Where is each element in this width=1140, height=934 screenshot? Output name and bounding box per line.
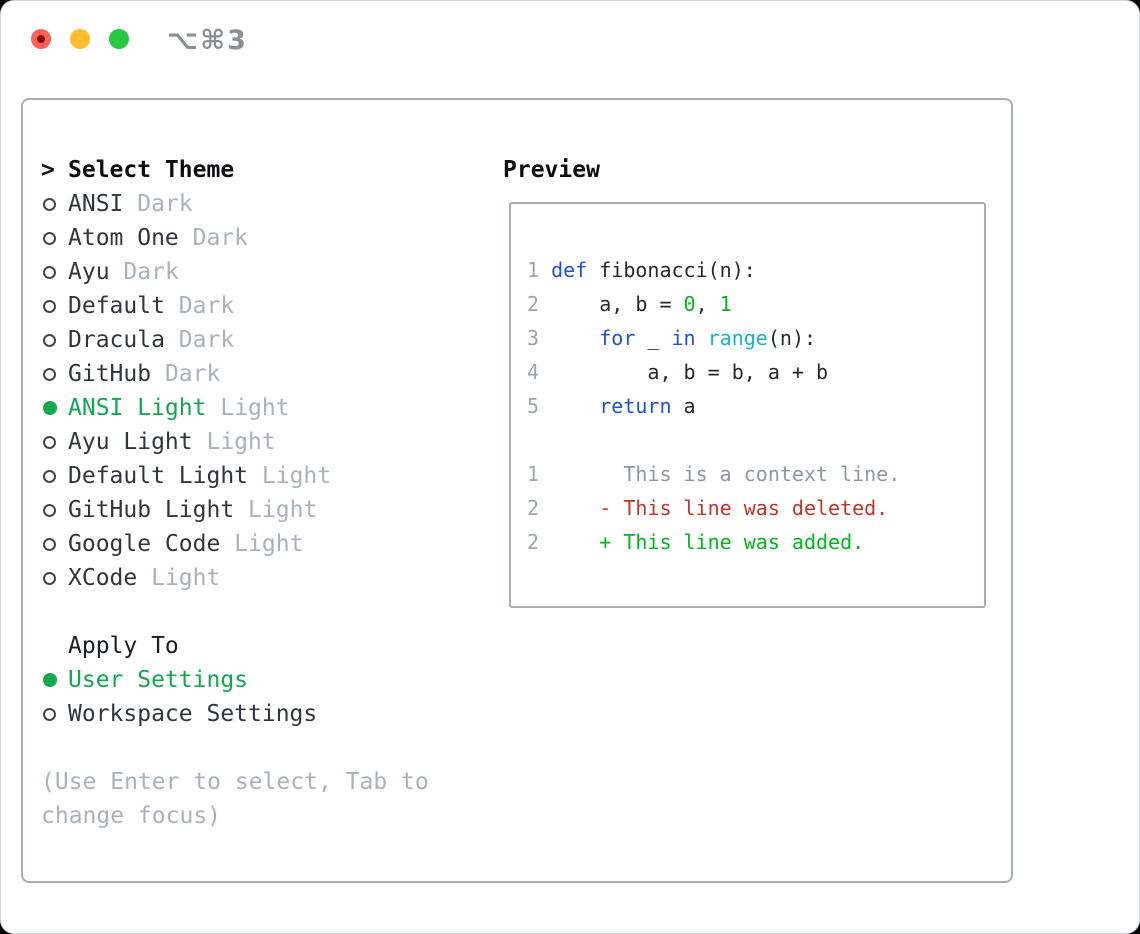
- diff-block: 1 This is a context line.2 - This line w…: [527, 457, 984, 559]
- line-number: 5: [527, 394, 540, 418]
- code-line: 5 return a: [527, 389, 984, 423]
- radio-icon: [43, 299, 56, 313]
- radio-icon: [43, 571, 56, 585]
- radio-icon: [43, 333, 56, 347]
- option-label: Workspace Settings: [68, 701, 318, 727]
- theme-option[interactable]: Atom One Dark: [41, 221, 486, 255]
- option-label: Default Light: [68, 463, 249, 489]
- option-variant-tag: Dark: [178, 327, 235, 353]
- option-variant-tag: Dark: [192, 225, 249, 251]
- option-variant-tag: Dark: [164, 361, 221, 387]
- theme-option[interactable]: Ayu Dark: [41, 255, 486, 289]
- radio-icon: [43, 435, 56, 449]
- option-variant-tag: Dark: [137, 191, 193, 217]
- theme-option[interactable]: Ayu Light Light: [41, 425, 486, 459]
- option-variant-tag: Light: [261, 463, 332, 489]
- option-label: ANSI Light: [68, 395, 207, 421]
- option-label: Dracula: [68, 327, 165, 353]
- radio-selected-icon: [43, 401, 57, 415]
- line-number: 2: [527, 496, 540, 520]
- line-number: 4: [527, 360, 540, 384]
- line-number: 3: [527, 326, 540, 350]
- theme-option[interactable]: GitHub Light Light: [41, 493, 486, 527]
- option-label: Google Code: [68, 531, 221, 557]
- option-label: Atom One: [68, 225, 179, 251]
- apply-to-header: Apply To: [41, 629, 486, 663]
- line-number: 1: [527, 462, 540, 486]
- apply-to-title: Apply To: [68, 633, 179, 659]
- theme-list-header: > Select Theme: [41, 153, 486, 187]
- radio-icon: [43, 707, 56, 721]
- radio-icon: [43, 265, 56, 279]
- window-title: ⌥⌘3: [167, 25, 248, 56]
- apply-option[interactable]: User Settings: [41, 663, 486, 697]
- option-variant-tag: Dark: [123, 259, 179, 285]
- radio-icon: [43, 537, 56, 551]
- radio-selected-icon: [43, 673, 57, 687]
- option-variant-tag: Light: [220, 395, 290, 421]
- zoom-button[interactable]: [109, 29, 129, 49]
- line-number: 2: [527, 530, 540, 554]
- option-label: Default: [68, 293, 165, 319]
- line-number: 2: [527, 292, 540, 316]
- diff-line: 2 - This line was deleted.: [527, 491, 984, 525]
- theme-option[interactable]: ANSI Dark: [41, 187, 486, 221]
- theme-option[interactable]: ANSI Light Light: [41, 391, 486, 425]
- preview-title: Preview: [503, 157, 600, 183]
- radio-icon: [43, 367, 56, 381]
- option-label: XCode: [68, 565, 138, 591]
- radio-icon: [43, 197, 56, 211]
- theme-option[interactable]: Dracula Dark: [41, 323, 486, 357]
- apply-option[interactable]: Workspace Settings: [41, 697, 486, 731]
- code-line: 2 a, b = 0, 1: [527, 287, 984, 321]
- code-line: 3 for _ in range(n):: [527, 321, 984, 355]
- hint-text: (Use Enter to select, Tab to change focu…: [41, 769, 429, 829]
- close-button[interactable]: [31, 29, 51, 49]
- prompt-icon: >: [41, 157, 55, 183]
- option-label: Ayu: [68, 259, 110, 285]
- line-number: 1: [527, 258, 540, 282]
- option-label: Ayu Light: [68, 429, 193, 455]
- option-label: GitHub Light: [68, 497, 235, 523]
- theme-option[interactable]: Google Code Light: [41, 527, 486, 561]
- theme-option[interactable]: Default Dark: [41, 289, 486, 323]
- spacer: [41, 595, 486, 629]
- theme-option[interactable]: XCode Light: [41, 561, 486, 595]
- radio-icon: [43, 503, 56, 517]
- unsaved-indicator-dot: [37, 35, 45, 43]
- radio-icon: [43, 469, 56, 483]
- diff-line: 2 + This line was added.: [527, 525, 984, 559]
- diff-line: 1 This is a context line.: [527, 457, 984, 491]
- option-label: GitHub: [68, 361, 152, 387]
- minimize-button[interactable]: [70, 29, 90, 49]
- option-variant-tag: Light: [151, 565, 221, 591]
- option-variant-tag: Light: [206, 429, 276, 455]
- code-line: 4 a, b = b, a + b: [527, 355, 984, 389]
- titlebar: ⌥⌘3: [1, 1, 1139, 77]
- option-label: User Settings: [68, 667, 249, 693]
- theme-option[interactable]: Default Light Light: [41, 459, 486, 493]
- theme-list-title: Select Theme: [68, 157, 235, 183]
- option-variant-tag: Dark: [178, 293, 235, 319]
- option-variant-tag: Light: [248, 497, 318, 523]
- option-variant-tag: Light: [234, 531, 304, 557]
- option-label: ANSI: [68, 191, 124, 217]
- spacer: [41, 731, 486, 765]
- radio-icon: [43, 231, 56, 245]
- theme-option[interactable]: GitHub Dark: [41, 357, 486, 391]
